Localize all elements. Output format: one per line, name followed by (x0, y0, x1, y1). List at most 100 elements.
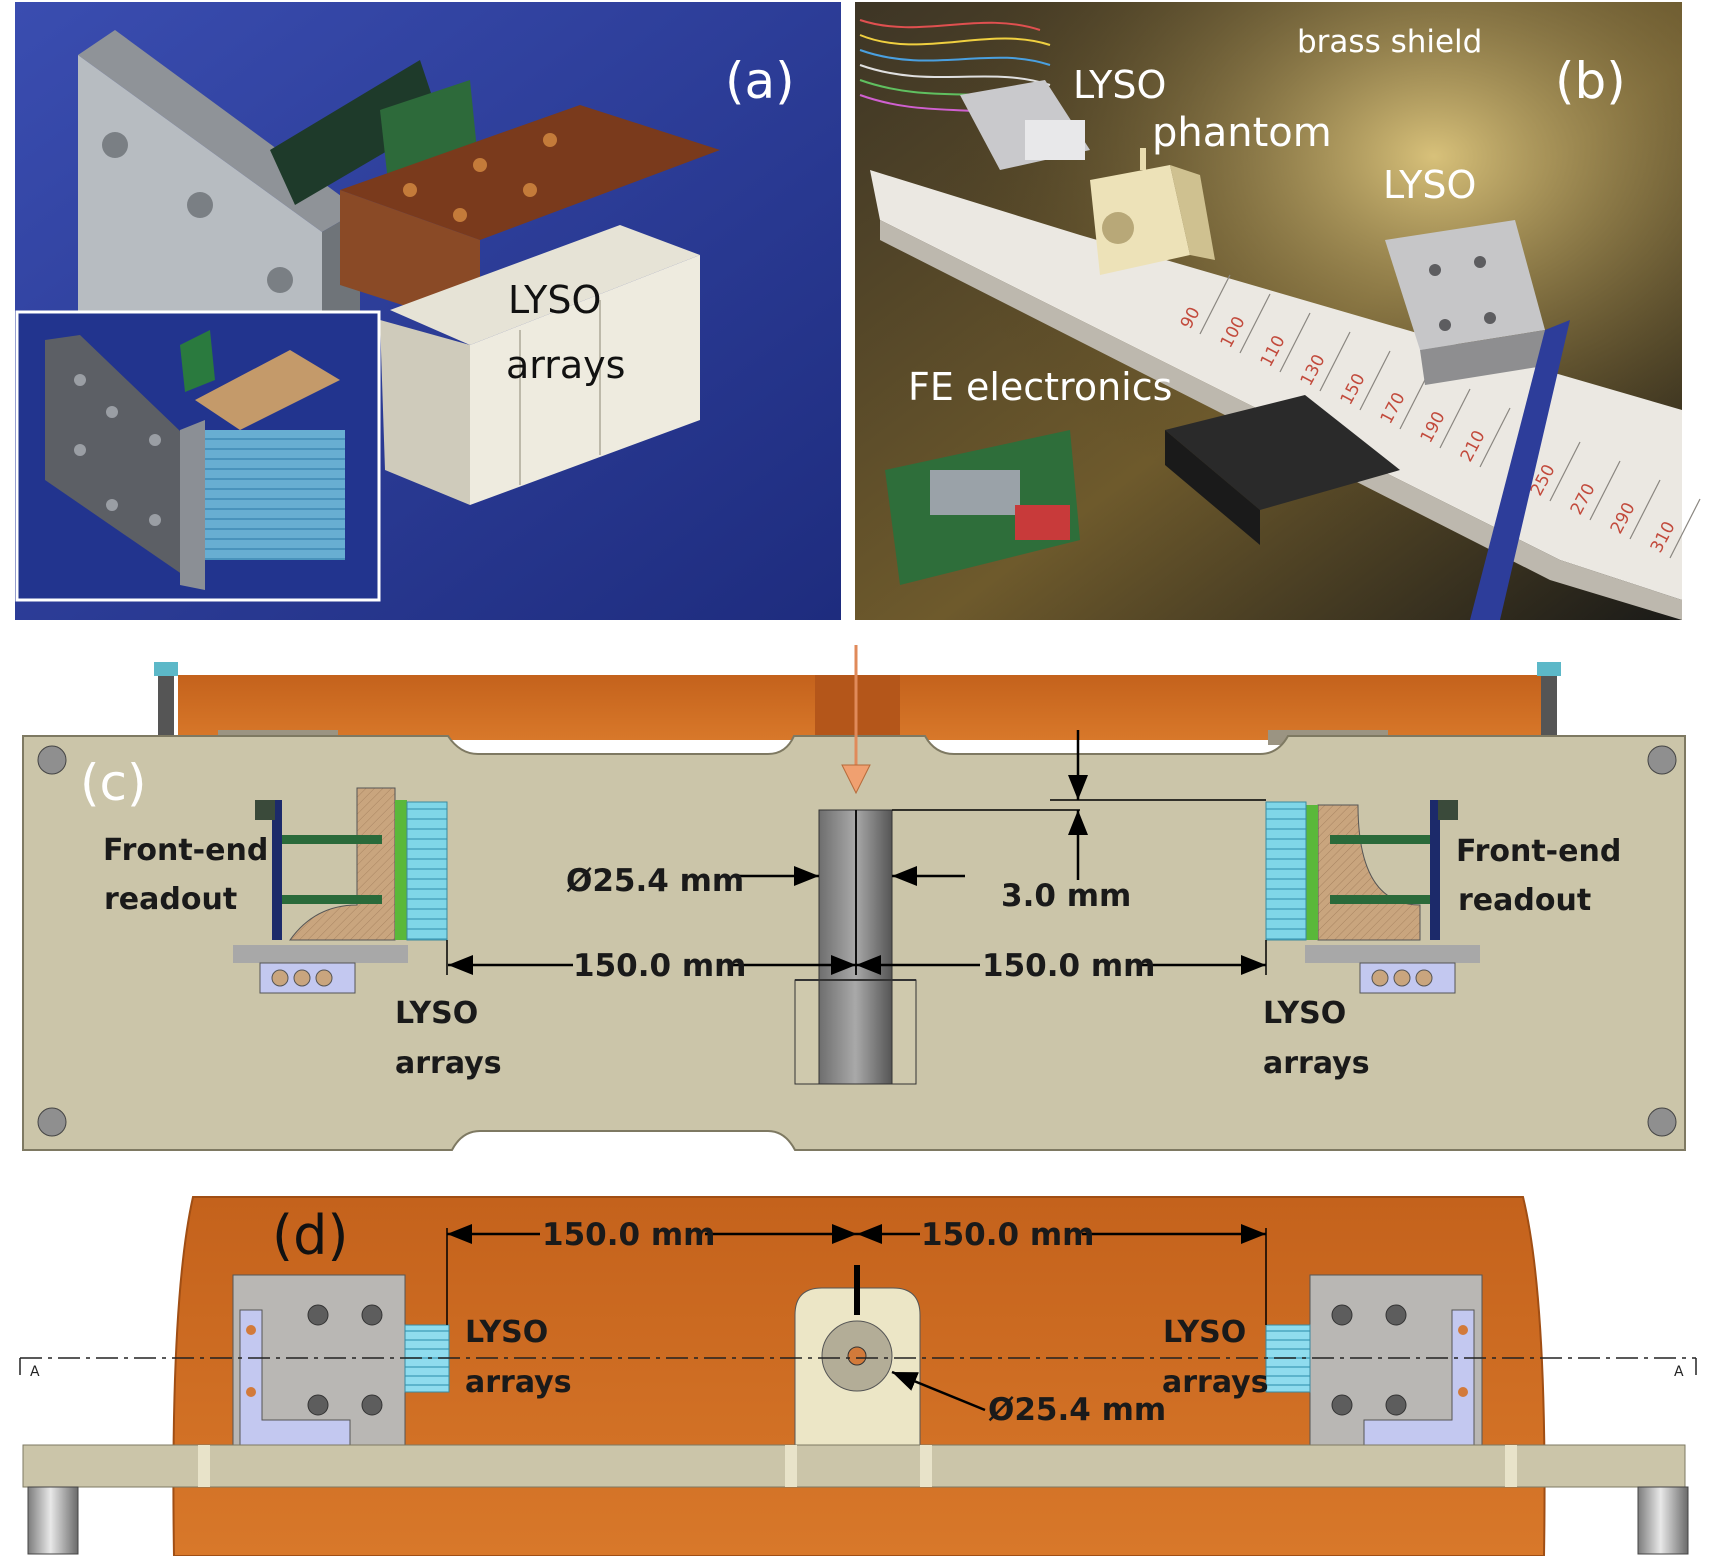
ruler-tick (1319, 331, 1351, 392)
ruler-tick (1669, 498, 1701, 559)
bracket-hole (473, 158, 487, 172)
lyso-right-label: LYSO (1383, 163, 1476, 207)
ruler-tick (1629, 479, 1661, 540)
plate-corner-screw (1647, 745, 1677, 775)
dim-d-diameter-leader (891, 1370, 986, 1412)
plate-screw (102, 132, 128, 158)
phantom-dial (1102, 212, 1134, 244)
left-pcb-bottom (282, 895, 382, 904)
right-pcb-bottom (1330, 895, 1430, 904)
right-pcb-top (1330, 835, 1430, 844)
front-end-left-2: readout (104, 882, 237, 917)
right-crystal-array (1265, 801, 1307, 941)
holder-screw (1484, 312, 1496, 324)
dist-right-label-c: 150.0 mm (982, 948, 1155, 984)
bracket-hole (523, 183, 537, 197)
holder-screw (1429, 264, 1441, 276)
panel-c-tag: (c) (80, 754, 147, 812)
left-pcb-top (282, 835, 382, 844)
section-label-left: A (30, 1364, 40, 1380)
lyso-left-2-c: arrays (395, 1046, 502, 1081)
phantom-cube (1090, 165, 1190, 275)
left-base-block (233, 945, 408, 963)
left-crystal-array (406, 801, 448, 941)
top-screw-right (1541, 670, 1557, 738)
pcb-board (270, 60, 440, 205)
ruler-tick (1279, 312, 1311, 373)
right-pcb-connector (1438, 800, 1458, 820)
rail-step (198, 1445, 210, 1487)
plate-screw (187, 192, 213, 218)
dist-left-label-c: 150.0 mm (573, 948, 746, 984)
fe-connector (930, 470, 1020, 515)
gap-label: 3.0 mm (1001, 878, 1131, 914)
base-rail (22, 1444, 1686, 1488)
bracket-hole (453, 208, 467, 222)
panel-a: (a) LYSO arrays (15, 2, 841, 620)
rod-mount-left (794, 979, 820, 1085)
phantom-label: phantom (1152, 110, 1332, 156)
dist-right-label-d: 150.0 mm (921, 1217, 1094, 1253)
holder-screw (1474, 256, 1486, 268)
brass-shield-label: brass shield (1297, 24, 1482, 60)
lyso-right-1-d: LYSO (1163, 1315, 1246, 1350)
panel-d-tag: (d) (272, 1204, 348, 1267)
inset-screw (74, 444, 86, 456)
inset-crystals (205, 430, 345, 560)
right-detector-assembly (1265, 800, 1480, 994)
lyso-left-1-c: LYSO (395, 996, 478, 1031)
ruler-tick (1359, 350, 1391, 411)
copper-bracket (340, 105, 720, 240)
phantom-mount-core (847, 1346, 867, 1366)
lyso-left-2-d: arrays (465, 1365, 572, 1400)
holder-screw (1439, 319, 1451, 331)
fe-red-board (1015, 505, 1070, 540)
lyso-left-label: LYSO (1073, 63, 1166, 107)
phantom-rod (1140, 148, 1146, 170)
ruler-tick (1479, 407, 1511, 468)
diameter-label-c: Ø25.4 mm (566, 863, 744, 899)
top-screw-right-head (1537, 662, 1561, 676)
plate-corner-screw (1647, 1107, 1677, 1137)
front-end-left-1: Front-end (103, 833, 268, 868)
inset-plate (45, 335, 205, 590)
right-detector-holder (1385, 220, 1545, 350)
top-screw-left-head (154, 662, 178, 676)
lyso-box-side (470, 255, 700, 505)
inset-pcb (180, 330, 215, 392)
blue-ribbon-cable (1470, 320, 1570, 620)
panel-b-tag: (b) (1555, 52, 1626, 110)
panel-a-arrays-label: arrays (506, 343, 625, 387)
lyso-box-front (380, 320, 470, 505)
ruler-rail-edge (880, 220, 1682, 620)
right-detector-base (1420, 330, 1550, 385)
panel-d: (d) 150.0 mm 150.0 mm LYSO arrays LYSO a… (19, 1196, 1697, 1557)
inset-screw (106, 499, 118, 511)
right-green-sipm (1306, 805, 1318, 940)
inset-plate-edge (180, 420, 205, 590)
ruler-tick (1439, 388, 1471, 449)
right-pcb-vertical (1430, 800, 1440, 940)
diameter-label-d: Ø25.4 mm (988, 1392, 1166, 1428)
bracket-hole (403, 183, 417, 197)
left-detector-block (1025, 120, 1085, 160)
fe-electronics-label: FE electronics (908, 365, 1172, 409)
ruler-tick (1239, 293, 1271, 354)
lyso-box-top (390, 225, 700, 345)
lyso-left-1-d: LYSO (465, 1315, 548, 1350)
ruler-tick (1549, 441, 1581, 502)
lyso-right-2-d: arrays (1162, 1365, 1269, 1400)
left-green-sipm (395, 800, 407, 940)
inset-screw (149, 514, 161, 526)
left-foot (27, 1486, 79, 1555)
left-pcb-connector (255, 800, 275, 820)
front-end-right-1: Front-end (1456, 834, 1621, 869)
ruler-tick (1589, 460, 1621, 521)
lyso-right-2-c: arrays (1263, 1046, 1370, 1081)
left-pcb-vertical (272, 800, 282, 940)
right-foot (1637, 1486, 1689, 1555)
lyso-right-1-c: LYSO (1263, 996, 1346, 1031)
right-base-block (1305, 945, 1480, 963)
